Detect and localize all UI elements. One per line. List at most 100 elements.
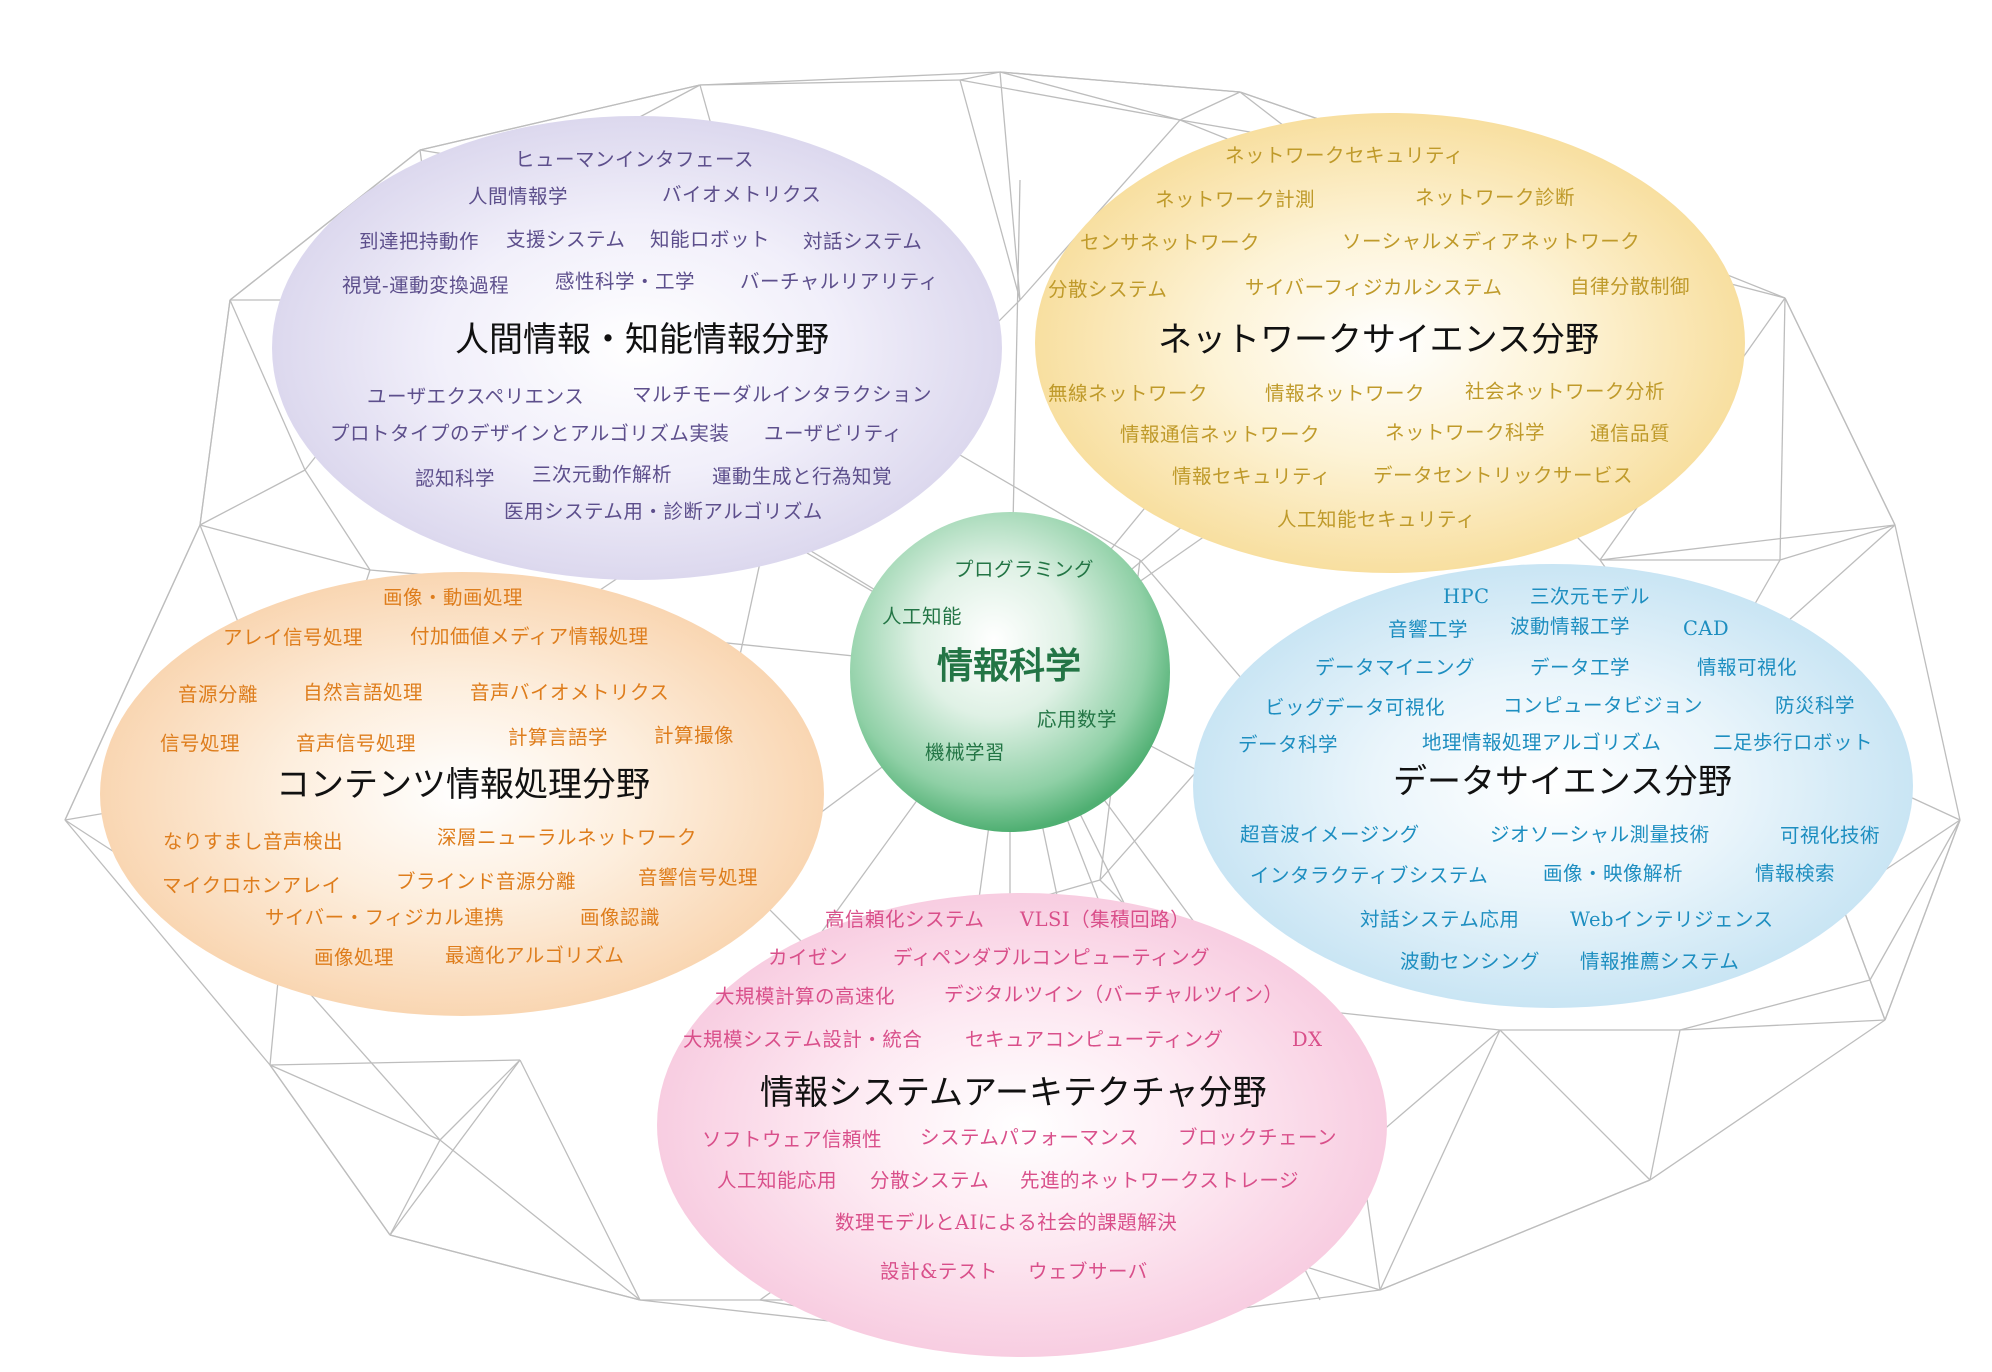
kw-data: Webインテリジェンス bbox=[1570, 908, 1774, 931]
kw-human: 三次元動作解析 bbox=[532, 463, 673, 486]
kw-network: 情報セキュリティ bbox=[1172, 465, 1331, 488]
network-line bbox=[439, 1059, 521, 1141]
network-line bbox=[699, 71, 1001, 86]
network-line bbox=[1179, 91, 1241, 121]
kw-system: 大規模計算の高速化 bbox=[715, 985, 896, 1008]
kw-data: 音響工学 bbox=[1388, 618, 1469, 641]
kw-data: 情報推薦システム bbox=[1580, 950, 1740, 973]
kw-contents: アレイ信号処理 bbox=[223, 626, 364, 649]
kw-data: ジオソーシャル測量技術 bbox=[1490, 823, 1710, 846]
network-line bbox=[999, 71, 1021, 301]
kw-contents: 付加価値メディア情報処理 bbox=[410, 625, 649, 648]
kw-data: インタラクティブシステム bbox=[1250, 864, 1489, 887]
field-bubble-system bbox=[657, 893, 1387, 1357]
kw-data: 対話システム応用 bbox=[1360, 908, 1520, 931]
kw-contents: 深層ニューラルネットワーク bbox=[437, 826, 698, 849]
kw-contents: サイバー・フィジカル連携 bbox=[265, 906, 505, 929]
kw-contents: 自然言語処理 bbox=[303, 681, 424, 704]
kw-network: 分散システム bbox=[1048, 278, 1168, 301]
kw-system: 大規模システム設計・統合 bbox=[683, 1028, 923, 1051]
kw-data: データマイニング bbox=[1315, 656, 1476, 679]
kw-data: 画像・映像解析 bbox=[1543, 862, 1684, 885]
kw-data: ビッグデータ可視化 bbox=[1265, 696, 1446, 719]
kw-contents: 計算言語学 bbox=[508, 726, 609, 749]
kw-data: 超音波イメージング bbox=[1240, 823, 1420, 846]
kw-data: 波動情報工学 bbox=[1510, 615, 1631, 638]
network-line bbox=[199, 524, 371, 571]
kw-system: セキュアコンピューティング bbox=[965, 1028, 1224, 1051]
kw-network: センサネットワーク bbox=[1080, 231, 1261, 254]
kw-network: 無線ネットワーク bbox=[1048, 382, 1209, 405]
network-line bbox=[1379, 1029, 1501, 1291]
kw-system: ソフトウェア信頼性 bbox=[702, 1128, 883, 1151]
kw-human: 支援システム bbox=[506, 228, 626, 251]
kw-human: 知能ロボット bbox=[650, 228, 771, 251]
kw-network: 情報ネットワーク bbox=[1265, 382, 1426, 405]
kw-human: マルチモーダルインタラクション bbox=[632, 383, 933, 406]
field-bubble-network bbox=[1035, 113, 1745, 573]
kw-human: 対話システム bbox=[803, 230, 923, 253]
network-line bbox=[1649, 1019, 1886, 1181]
network-line bbox=[999, 71, 1181, 121]
kw-data: 二足歩行ロボット bbox=[1713, 731, 1874, 754]
kw-data: 情報可視化 bbox=[1697, 656, 1798, 679]
network-line bbox=[1784, 297, 1896, 526]
kw-contents: なりすまし音声検出 bbox=[163, 830, 344, 853]
kw-contents: 画像認識 bbox=[580, 906, 661, 929]
kw-human: 医用システム用・診断アルゴリズム bbox=[504, 500, 823, 523]
network-line bbox=[269, 1059, 521, 1066]
network-line bbox=[269, 1064, 391, 1236]
kw-network: 人工知能セキュリティ bbox=[1277, 508, 1476, 531]
network-line bbox=[389, 1139, 441, 1236]
kw-contents: マイクロホンアレイ bbox=[162, 874, 342, 897]
kw-contents: 画像処理 bbox=[314, 946, 395, 969]
center-item-machine-learning: 機械学習 bbox=[925, 741, 1006, 764]
kw-system: 人工知能応用 bbox=[717, 1169, 838, 1192]
network-line bbox=[269, 1064, 441, 1141]
kw-data: 情報検索 bbox=[1755, 862, 1836, 885]
kw-data: コンピュータビジョン bbox=[1503, 694, 1704, 717]
kw-system: 数理モデルとAIによる社会的課題解決 bbox=[835, 1211, 1178, 1234]
kw-human: バーチャルリアリティ bbox=[740, 270, 939, 293]
kw-network: 情報通信ネットワーク bbox=[1120, 423, 1321, 446]
kw-system: 高信頼化システム bbox=[825, 908, 985, 931]
network-line bbox=[229, 299, 306, 471]
field-bubble-data bbox=[1193, 564, 1913, 1008]
kw-network: サイバーフィジカルシステム bbox=[1245, 276, 1503, 299]
kw-human: バイオメトリクス bbox=[662, 183, 822, 206]
kw-system: ディペンダブルコンピューティング bbox=[893, 946, 1211, 969]
network-line bbox=[1779, 524, 1896, 561]
kw-human: 運動生成と行為知覚 bbox=[712, 465, 893, 488]
kw-contents: 音源分離 bbox=[178, 683, 259, 706]
network-line bbox=[999, 71, 1241, 93]
center-core-circle bbox=[850, 512, 1170, 832]
kw-human: 視覚-運動変換過程 bbox=[342, 274, 510, 297]
kw-network: 社会ネットワーク分析 bbox=[1465, 380, 1666, 403]
network-line bbox=[959, 79, 1181, 121]
kw-system: VLSI（集積回路） bbox=[1020, 908, 1191, 931]
kw-contents: 計算撮像 bbox=[654, 724, 735, 747]
network-line bbox=[1019, 119, 1181, 301]
kw-network: ネットワーク計測 bbox=[1155, 188, 1316, 211]
network-line bbox=[64, 819, 271, 1066]
kw-data: 可視化技術 bbox=[1780, 824, 1881, 847]
network-line bbox=[959, 79, 1021, 301]
center-title: 情報科学 bbox=[937, 645, 1082, 687]
kw-network: ネットワーク科学 bbox=[1385, 421, 1546, 444]
network-line bbox=[229, 149, 421, 301]
field-title-network: ネットワークサイエンス分野 bbox=[1158, 320, 1599, 360]
kw-contents: 画像・動画処理 bbox=[383, 586, 524, 609]
network-line bbox=[959, 71, 1001, 81]
network-line bbox=[1869, 819, 1961, 981]
network-line bbox=[1379, 1179, 1651, 1291]
kw-human: 感性科学・工学 bbox=[555, 270, 696, 293]
kw-network: 通信品質 bbox=[1590, 422, 1671, 445]
network-line bbox=[1884, 819, 1961, 1021]
kw-human: ユーザビリティ bbox=[764, 422, 903, 445]
kw-contents: 最適化アルゴリズム bbox=[445, 944, 625, 967]
kw-human: 人間情報学 bbox=[468, 185, 569, 208]
network-line bbox=[199, 469, 306, 526]
kw-contents: 音声信号処理 bbox=[296, 732, 417, 755]
network-line bbox=[64, 524, 201, 821]
